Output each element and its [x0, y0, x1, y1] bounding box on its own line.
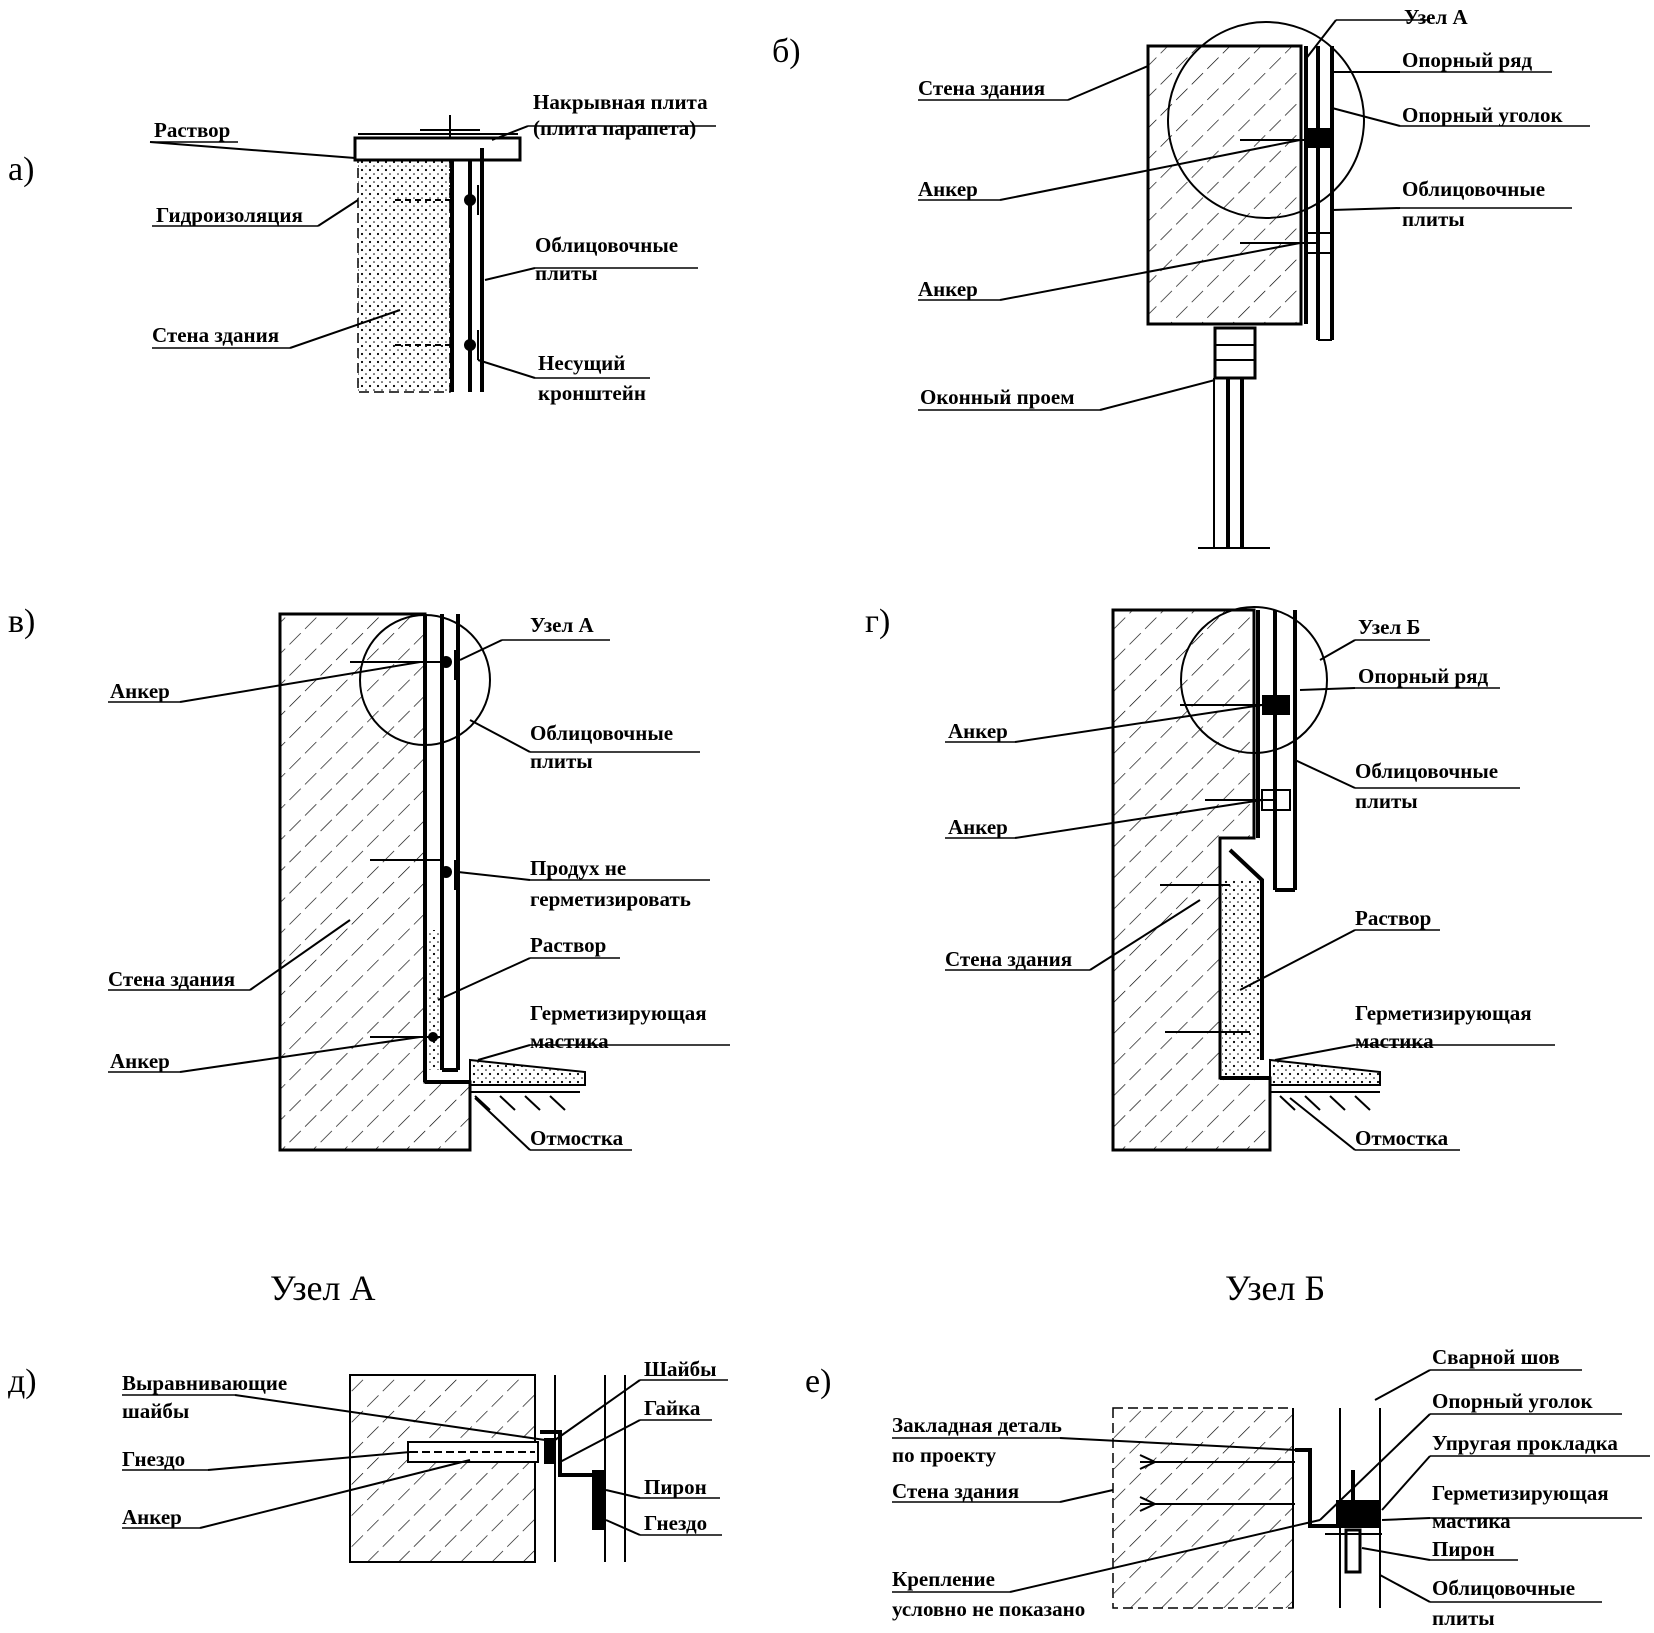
b-label-anker2: Анкер — [918, 277, 978, 301]
b-label-opor-ugolok: Опорный уголок — [1402, 103, 1563, 127]
v-label-oblic-1: Облицовочные — [530, 721, 673, 745]
panel-label-b: б) — [772, 33, 801, 70]
e-label-kreplenie-1: Крепление — [892, 1567, 995, 1591]
a-label-gidro: Гидроизоляция — [156, 203, 303, 227]
a-label-nes-2: кронштейн — [538, 381, 646, 405]
detail-d — [349, 1374, 626, 1563]
g-label-oblic-2: плиты — [1355, 789, 1418, 813]
v-label-oblic-2: плиты — [530, 749, 593, 773]
panel-label-v: в) — [8, 603, 35, 640]
d-label-gnezdo2: Гнездо — [644, 1511, 707, 1535]
detail-v — [278, 612, 586, 1152]
b-label-opor-ryad: Опорный ряд — [1402, 48, 1532, 72]
a-label-plita-1: Накрывная плита — [533, 90, 708, 114]
e-label-zakl-1: Закладная деталь — [892, 1413, 1062, 1437]
detail-g — [1111, 606, 1381, 1152]
a-label-nes-1: Несущий — [538, 351, 625, 375]
v-label-stena: Стена здания — [108, 967, 235, 991]
g-label-otmostka: Отмостка — [1355, 1126, 1449, 1150]
a-label-oblic-1: Облицовочные — [535, 233, 678, 257]
e-label-oblic-2: плиты — [1432, 1606, 1495, 1630]
a-label-stena: Стена здания — [152, 323, 279, 347]
panel-label-a: а) — [8, 151, 34, 188]
v-label-otmostka: Отмостка — [530, 1126, 624, 1150]
a-label-plita-2: (плита парапета) — [533, 116, 696, 140]
v-label-uzel: Узел А — [530, 613, 594, 637]
panel-label-e: е) — [805, 1363, 831, 1400]
v-label-germ-1: Герметизирующая — [530, 1001, 707, 1025]
v-label-produh-1: Продух не — [530, 856, 626, 880]
v-label-anker1: Анкер — [110, 679, 170, 703]
e-label-germ-1: Герметизирующая — [1432, 1481, 1609, 1505]
detail-b — [1146, 21, 1365, 549]
b-label-stena: Стена здания — [918, 76, 1045, 100]
detail-e — [1112, 1407, 1382, 1609]
v-label-rastvor: Раствор — [530, 933, 606, 957]
node-title-b: Узел Б — [1225, 1268, 1325, 1308]
v-label-germ-2: мастика — [530, 1029, 609, 1053]
e-label-opor-ugolok: Опорный уголок — [1432, 1389, 1593, 1413]
g-label-uzel: Узел Б — [1358, 615, 1420, 639]
e-label-svar: Сварной шов — [1432, 1345, 1560, 1369]
g-label-opor-ryad: Опорный ряд — [1358, 664, 1488, 688]
b-label-oblic-1: Облицовочные — [1402, 177, 1545, 201]
d-label-piron: Пирон — [644, 1475, 707, 1499]
g-label-anker1: Анкер — [948, 719, 1008, 743]
g-label-germ-1: Герметизирующая — [1355, 1001, 1532, 1025]
e-label-oblic-1: Облицовочные — [1432, 1576, 1575, 1600]
v-label-produh-2: герметизировать — [530, 887, 691, 911]
g-label-oblic-1: Облицовочные — [1355, 759, 1498, 783]
e-label-germ-2: мастика — [1432, 1509, 1511, 1533]
b-label-okno: Оконный проем — [920, 385, 1075, 409]
panel-label-g: г) — [865, 603, 890, 640]
e-label-kreplenie-2: условно не показано — [892, 1597, 1085, 1621]
panel-label-d: д) — [8, 1363, 37, 1400]
g-label-germ-2: мастика — [1355, 1029, 1434, 1053]
d-label-vyr-2: шайбы — [122, 1399, 189, 1423]
node-title-a: Узел А — [270, 1268, 376, 1308]
e-label-stena: Стена здания — [892, 1479, 1019, 1503]
g-label-anker2: Анкер — [948, 815, 1008, 839]
a-label-rastvor: Раствор — [154, 118, 230, 142]
d-label-anker: Анкер — [122, 1505, 182, 1529]
d-label-shaiby: Шайбы — [644, 1357, 717, 1381]
g-label-rastvor: Раствор — [1355, 906, 1431, 930]
d-label-vyr-1: Выравнивающие — [122, 1371, 287, 1395]
detail-a — [353, 115, 522, 393]
d-label-gnezdo1: Гнездо — [122, 1447, 185, 1471]
b-label-oblic-2: плиты — [1402, 207, 1465, 231]
e-label-piron: Пирон — [1432, 1537, 1495, 1561]
b-label-anker1: Анкер — [918, 177, 978, 201]
v-label-anker2: Анкер — [110, 1049, 170, 1073]
e-label-uprug: Упругая прокладка — [1432, 1431, 1618, 1455]
g-label-stena: Стена здания — [945, 947, 1072, 971]
e-label-zakl-2: по проекту — [892, 1443, 997, 1467]
d-label-gaika: Гайка — [644, 1396, 701, 1420]
b-label-uzel: Узел А — [1404, 5, 1468, 29]
a-label-oblic-2: плиты — [535, 261, 598, 285]
